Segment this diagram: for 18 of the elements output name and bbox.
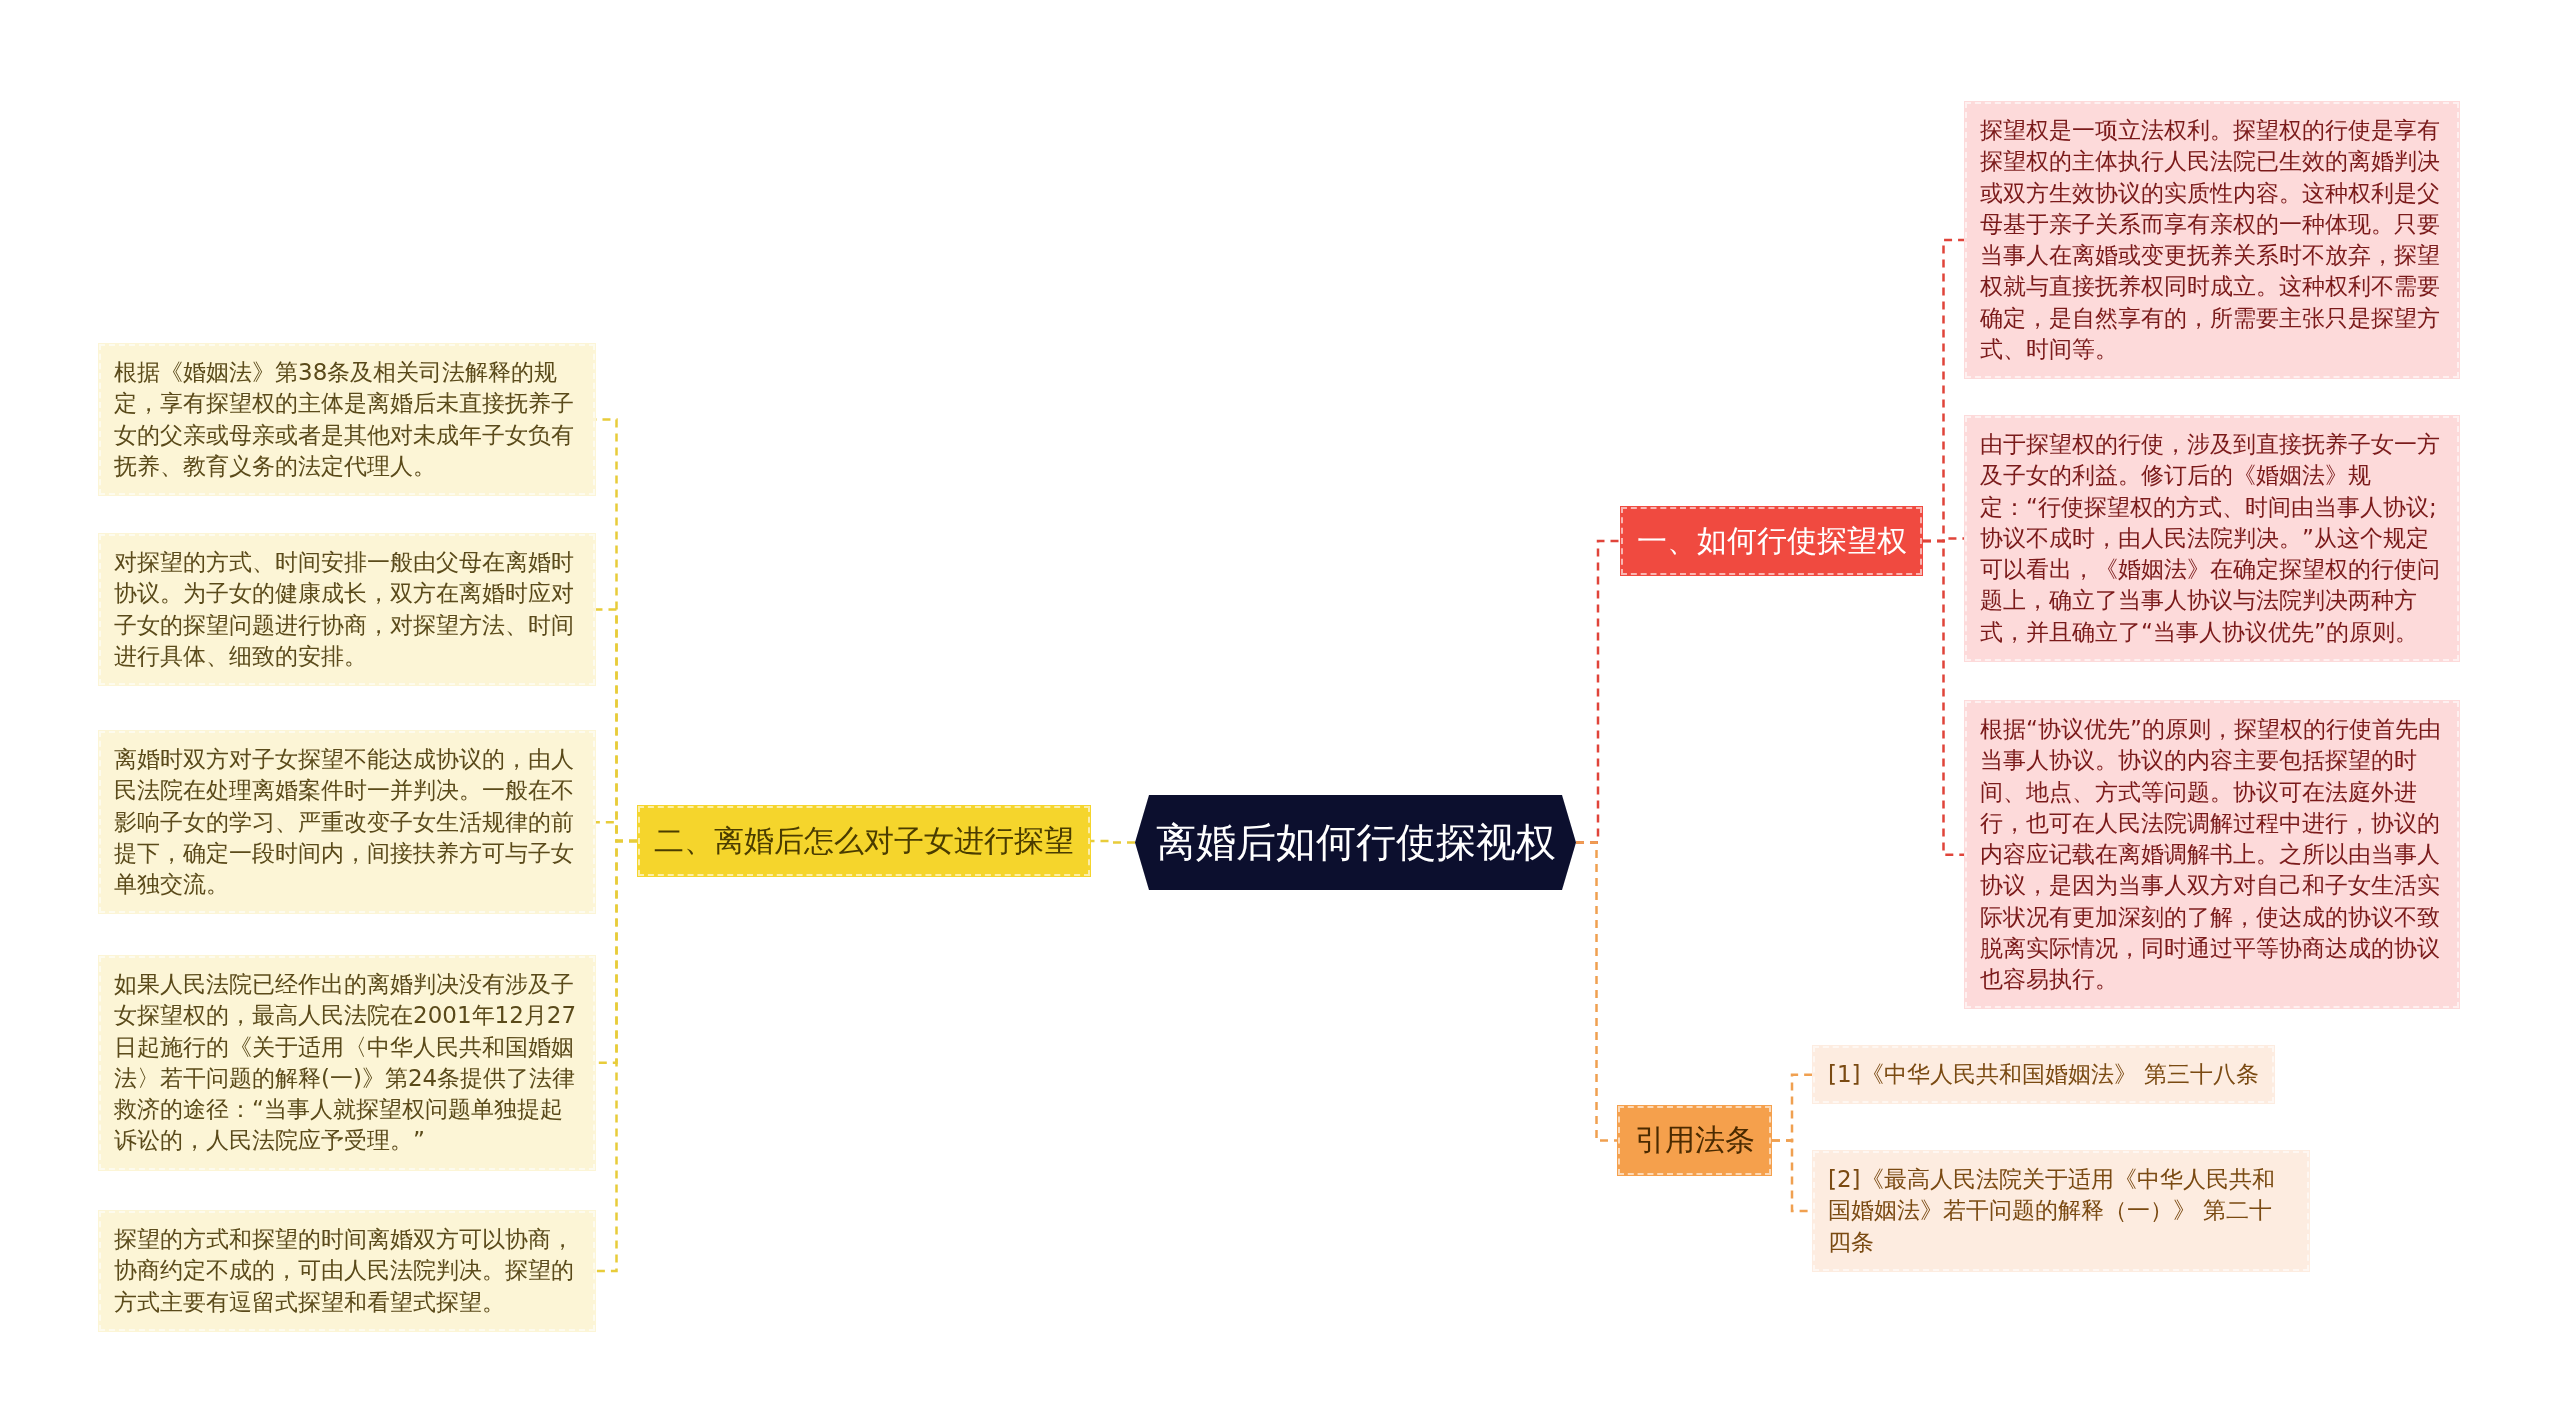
connector-line bbox=[1576, 841, 1617, 1142]
note-box: 探望权是一项立法权利。探望权的行使是享有探望权的主体执行人民法院已生效的离婚判决或双方生效协议的实质性内容。这种权利是父母基于亲子关系而享有亲权的一种体现。只要当事人在离婚或变更抚养关系时不放弃，探望权就与直接抚养权同时成立。这种权利不需要确定，是自然享有的，所需要主张只是探望方式、时间等。 bbox=[1964, 101, 2460, 380]
note-box: 离婚时双方对子女探望不能达成协议的，由人民法院在处理离婚案件时一并判决。一般在不影响子女的学习、严重改变子女生活规律的前提下，确定一段时间内，间接扶养方可与子女单独交流。 bbox=[98, 730, 596, 915]
connector-line bbox=[1091, 839, 1135, 844]
note-box: 根据《婚姻法》第38条及相关司法解释的规定，享有探望权的主体是离婚后未直接抚养子女的父亲或母亲或者是其他对未成年子女负有抚养、教育义务的法定代理人。 bbox=[98, 343, 596, 497]
note-box: 由于探望权的行使，涉及到直接抚养子女一方及子女的利益。修订后的《婚姻法》规定：“行使探望权的方式、时间由当事人协议;协议不成时，由人民法院判决。”从这个规定可以看出，《婚姻法》在确定探望权的行使问题上，确立了当事人协议与法院判决两种方式，并且确立了“当事人协议优先”的原则。 bbox=[1964, 415, 2460, 662]
note-box: 根据“协议优先”的原则，探望权的行使首先由当事人协议。协议的内容主要包括探望的时间、地点、方式等问题。协议可在法庭外进行，也可在人民法院调解过程中进行，协议的内容应记载在离婚调解书上。之所以由当事人协议，是因为当事人双方对自己和子女生活实际状况有更加深刻的了解，使达成的协议不致脱离实际情况，同时通过平等协商达成的协议也容易执行。 bbox=[1964, 700, 2460, 1010]
reference-box: [2]《最高人民法院关于适用《中华人民共和国婚姻法》若干问题的解释（一）》 第二十四条 bbox=[1812, 1150, 2310, 1272]
branch-topic: 引用法条 bbox=[1617, 1105, 1772, 1176]
central-topic: 离婚后如何行使探视权 bbox=[1135, 795, 1576, 890]
connector-line bbox=[596, 839, 637, 1273]
reference-box: [1]《中华人民共和国婚姻法》 第三十八条 bbox=[1812, 1045, 2275, 1105]
connector-line bbox=[1923, 539, 1964, 856]
branch-topic: 一、如何行使探望权 bbox=[1620, 506, 1923, 576]
note-box: 对探望的方式、时间安排一般由父母在离婚时协议。为子女的健康成长，双方在离婚时应对子女的探望问题进行协商，对探望方法、时间进行具体、细致的安排。 bbox=[98, 533, 596, 687]
branch-topic: 二、离婚后怎么对子女进行探望 bbox=[637, 805, 1091, 877]
note-box: 如果人民法院已经作出的离婚判决没有涉及子女探望权的，最高人民法院在2001年12月27日起施行的《关于适用〈中华人民共和国婚姻法〉若干问题的解释(一)》第24条提供了法律救济的途径：“当事人就探望权问题单独提起诉讼的，人民法院应予受理。” bbox=[98, 955, 596, 1171]
note-box: 探望的方式和探望的时间离婚双方可以协商，协商约定不成的，可由人民法院判决。探望的方式主要有逗留式探望和看望式探望。 bbox=[98, 1210, 596, 1332]
